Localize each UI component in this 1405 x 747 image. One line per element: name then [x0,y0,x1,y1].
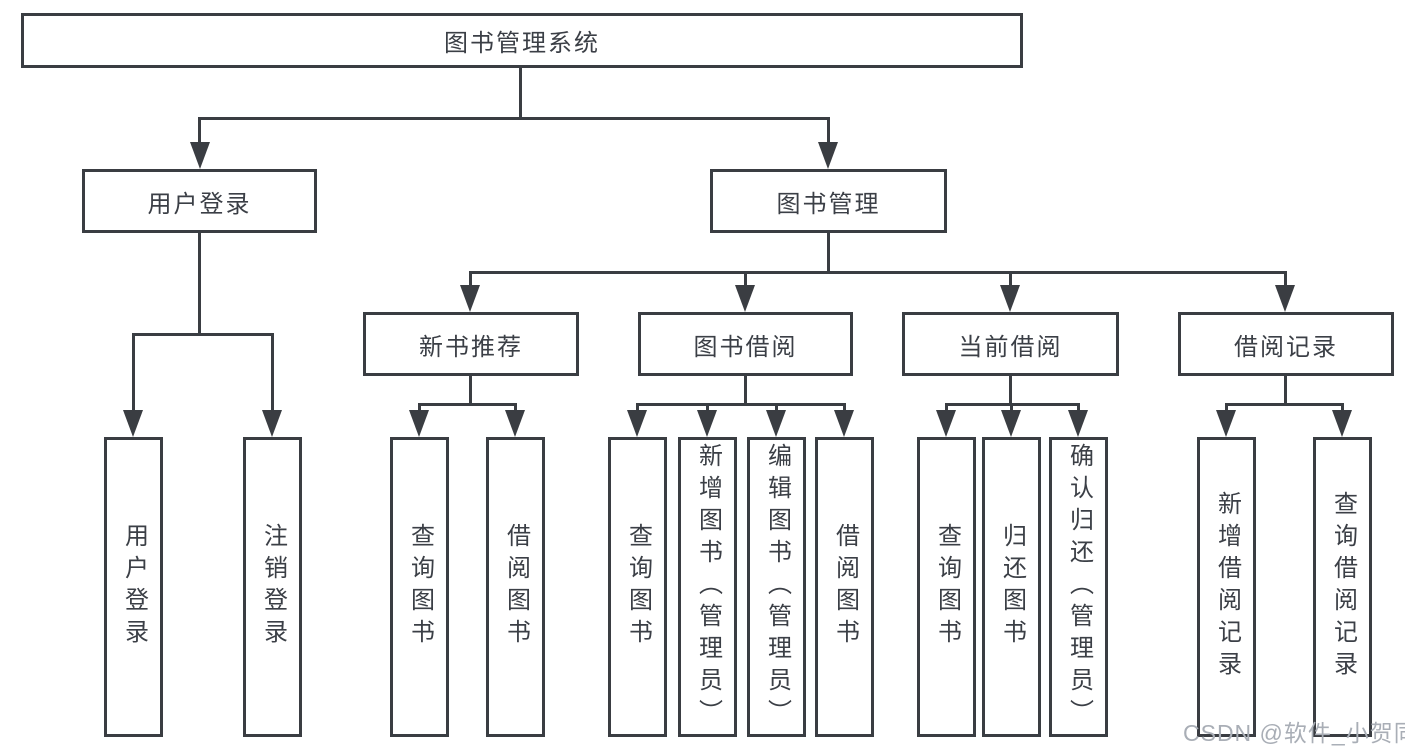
leaf-br-query-record-label: 查询借阅记录 [1329,491,1357,683]
leaf-nbr-query-books: 查询图书 [390,437,449,737]
arrow-to-bb-query [627,410,647,437]
leaf-nbr-query-books-label: 查询图书 [406,523,434,651]
connector-stem-bb-query [636,403,639,413]
leaf-logout: 注销登录 [243,437,302,737]
connector-borrow-records-branch [1225,403,1344,406]
connector-user-login-branch [132,333,274,336]
arrow-to-current-borrow [1000,285,1020,312]
connector-root-trunk [519,68,522,119]
arrow-to-bb-borrow [834,410,854,437]
connector-stem-nbr-borrow [514,403,517,413]
leaf-br-query-record: 查询借阅记录 [1313,437,1372,737]
connector-stem-new-book-rec [469,271,472,287]
connector-new-book-rec-trunk [469,376,472,406]
watermark-text: CSDN @软件_小贺同学 [1183,720,1405,746]
arrow-to-user-login [190,142,210,169]
connector-stem-br-query [1341,403,1344,413]
connector-book-borrow-trunk [744,376,747,406]
connector-stem-leaf-user-login [132,333,135,413]
leaf-br-add-record: 新增借阅记录 [1197,437,1256,737]
connector-book-mgmt-branch [469,271,1286,274]
arrow-to-borrow-records [1275,285,1295,312]
arrow-to-bb-edit [766,410,786,437]
node-book-mgmt: 图书管理 [710,169,947,233]
arrow-to-leaf-user-login [123,410,143,437]
connector-stem-bb-borrow [843,403,846,413]
connector-user-login-trunk [198,233,201,336]
connector-stem-cb-return [1010,403,1013,413]
connector-stem-current-borrow [1009,271,1012,287]
leaf-nbr-borrow-books: 借阅图书 [486,437,545,737]
connector-book-borrow-branch [636,403,846,406]
arrow-to-br-add [1216,410,1236,437]
connector-stem-book-mgmt [827,117,830,143]
connector-stem-nbr-query [418,403,421,413]
leaf-bb-query-books: 查询图书 [608,437,667,737]
connector-borrow-records-trunk [1284,376,1287,406]
leaf-cb-return-books: 归还图书 [982,437,1041,737]
leaf-bb-edit-books-admin-label: 编辑图书（管理员） [763,443,791,731]
arrow-to-bb-add [697,410,717,437]
arrow-to-leaf-logout [262,410,282,437]
leaf-cb-return-books-label: 归还图书 [998,523,1026,651]
arrow-to-cb-query [936,410,956,437]
leaf-bb-add-books-admin-label: 新增图书（管理员） [694,443,722,731]
connector-stem-cb-confirm [1077,403,1080,413]
leaf-user-login-label: 用户登录 [120,523,148,651]
leaf-br-add-record-label: 新增借阅记录 [1213,491,1241,683]
connector-book-mgmt-trunk [827,233,830,273]
connector-stem-bb-add [706,403,709,413]
leaf-cb-query-books: 查询图书 [917,437,976,737]
leaf-nbr-borrow-books-label: 借阅图书 [502,523,530,651]
connector-stem-br-add [1225,403,1228,413]
leaf-cb-query-books-label: 查询图书 [933,523,961,651]
leaf-bb-borrow-books: 借阅图书 [815,437,874,737]
connector-stem-user-login [198,117,201,143]
node-current-borrow: 当前借阅 [902,312,1119,376]
connector-current-borrow-trunk [1009,376,1012,406]
node-user-login: 用户登录 [82,169,317,233]
arrow-to-new-book-rec [460,285,480,312]
leaf-cb-confirm-return-admin-label: 确认归还（管理员） [1065,443,1093,731]
connector-stem-book-borrow [744,271,747,287]
leaf-bb-borrow-books-label: 借阅图书 [831,523,859,651]
connector-stem-cb-query [945,403,948,413]
leaf-bb-edit-books-admin: 编辑图书（管理员） [747,437,806,737]
leaf-cb-confirm-return-admin: 确认归还（管理员） [1049,437,1108,737]
leaf-bb-query-books-label: 查询图书 [624,523,652,651]
node-new-book-rec: 新书推荐 [363,312,579,376]
connector-root-branch [198,117,830,120]
arrow-to-cb-confirm [1068,410,1088,437]
connector-new-book-rec-branch [418,403,517,406]
node-root: 图书管理系统 [21,13,1023,68]
arrow-to-book-mgmt [818,142,838,169]
connector-stem-leaf-logout [271,333,274,413]
arrow-to-book-borrow [735,285,755,312]
arrow-to-br-query [1332,410,1352,437]
connector-stem-borrow-records [1284,271,1287,287]
arrow-to-cb-return [1001,410,1021,437]
node-book-borrow: 图书借阅 [638,312,853,376]
node-borrow-records: 借阅记录 [1178,312,1394,376]
leaf-user-login: 用户登录 [104,437,163,737]
leaf-logout-label: 注销登录 [259,523,287,651]
leaf-bb-add-books-admin: 新增图书（管理员） [678,437,737,737]
arrow-to-nbr-query [409,410,429,437]
connector-stem-bb-edit [775,403,778,413]
arrow-to-nbr-borrow [505,410,525,437]
